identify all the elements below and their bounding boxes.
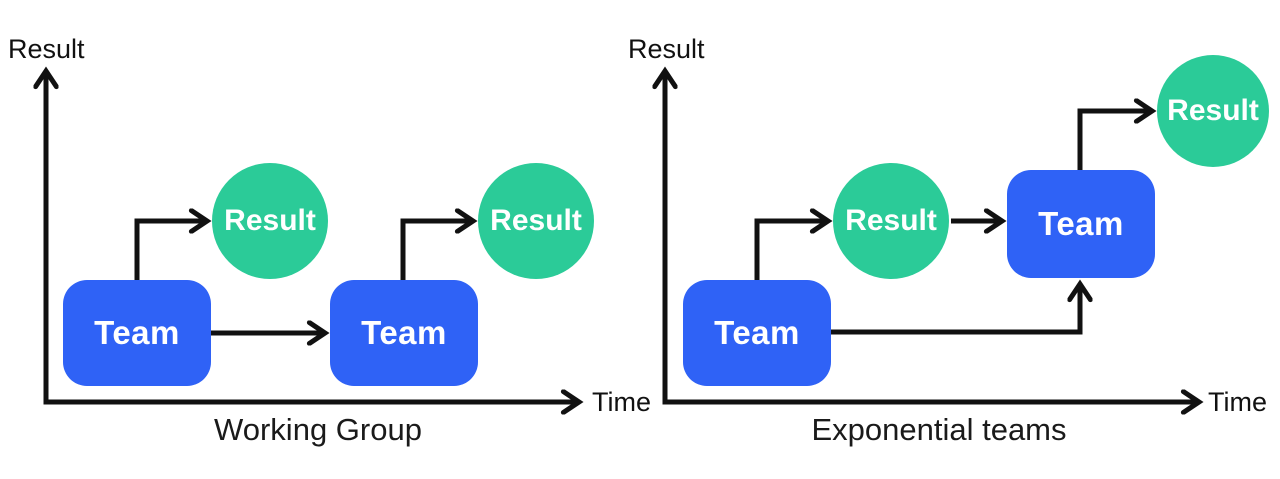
result-node-label: Result: [1167, 94, 1259, 127]
diagram-caption: Working Group: [214, 412, 422, 447]
x-axis-label: Time: [1208, 387, 1267, 417]
diagram-caption: Exponential teams: [811, 412, 1067, 447]
arrow-team1-to-result1-right: [754, 221, 827, 283]
y-axis-label: Result: [628, 34, 705, 64]
team-node-label: Team: [361, 314, 447, 351]
x-axis-label: Time: [592, 387, 651, 417]
result-node-label: Result: [845, 204, 937, 237]
team-node-label: Team: [94, 314, 180, 351]
working-group-axes: [46, 72, 578, 402]
arrow-team2-to-result2-right: [1077, 111, 1151, 172]
result-node-label: Result: [224, 204, 316, 237]
result-node: Result: [212, 163, 328, 279]
exponential-teams-axes: [665, 72, 1198, 402]
y-axis-label: Result: [8, 34, 85, 64]
arrow-team1-to-result1: [134, 221, 206, 283]
team-node-label: Team: [714, 314, 800, 351]
result-node: Result: [833, 163, 949, 279]
team-node: Team: [683, 280, 831, 386]
team-node: Team: [330, 280, 478, 386]
result-node: Result: [478, 163, 594, 279]
arrow-team1-to-team2-bottom: [831, 285, 1080, 335]
result-node-label: Result: [490, 204, 582, 237]
arrow-team2-to-result2: [400, 221, 472, 283]
team-node: Team: [1007, 170, 1155, 278]
result-node: Result: [1157, 55, 1269, 167]
team-node-label: Team: [1038, 205, 1124, 242]
team-node: Team: [63, 280, 211, 386]
